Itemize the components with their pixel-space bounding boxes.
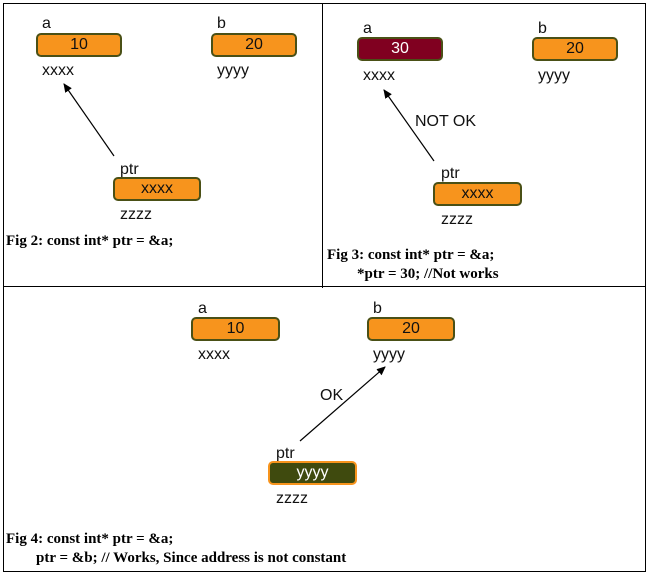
var-a-address: xxxx [363,67,395,84]
var-a-box: 10 [36,33,122,57]
ptr-address: zzzz [120,206,152,223]
ptr-box: xxxx [433,182,522,206]
ptr-name: ptr [120,161,139,178]
var-a-name: a [363,20,372,37]
ptr-name: ptr [441,165,460,182]
var-a-box-modified: 30 [357,37,443,61]
var-a-address: xxxx [198,346,230,363]
ptr-address: zzzz [276,490,308,507]
var-b-name: b [217,15,226,32]
figure-2-caption: Fig 2: const int* ptr = &a; [6,233,174,249]
var-b-box: 20 [532,37,618,61]
ptr-name: ptr [276,445,295,462]
var-b-address: yyyy [538,67,570,84]
var-b-address: yyyy [373,346,405,363]
var-a-name: a [198,300,207,317]
var-b-address: yyyy [217,62,249,79]
outer-frame [3,3,646,572]
ptr-address: zzzz [441,211,473,228]
var-b-box: 20 [211,33,297,57]
var-a-address: xxxx [42,62,74,79]
vertical-divider [322,3,324,288]
ptr-box-changed: yyyy [268,461,357,485]
arrow-label-not-ok: NOT OK [415,113,477,130]
var-b-name: b [538,20,547,37]
arrow-label-ok: OK [320,387,344,404]
var-a-name: a [42,15,51,32]
ptr-box: xxxx [113,177,201,201]
horizontal-divider [3,286,646,288]
var-a-box: 10 [191,317,280,341]
var-b-name: b [373,300,382,317]
figure-3-caption: Fig 3: const int* ptr = &a; *ptr = 30; /… [327,247,499,282]
var-b-box: 20 [367,317,455,341]
figure-4-caption: Fig 4: const int* ptr = &a; ptr = &b; //… [6,531,347,566]
